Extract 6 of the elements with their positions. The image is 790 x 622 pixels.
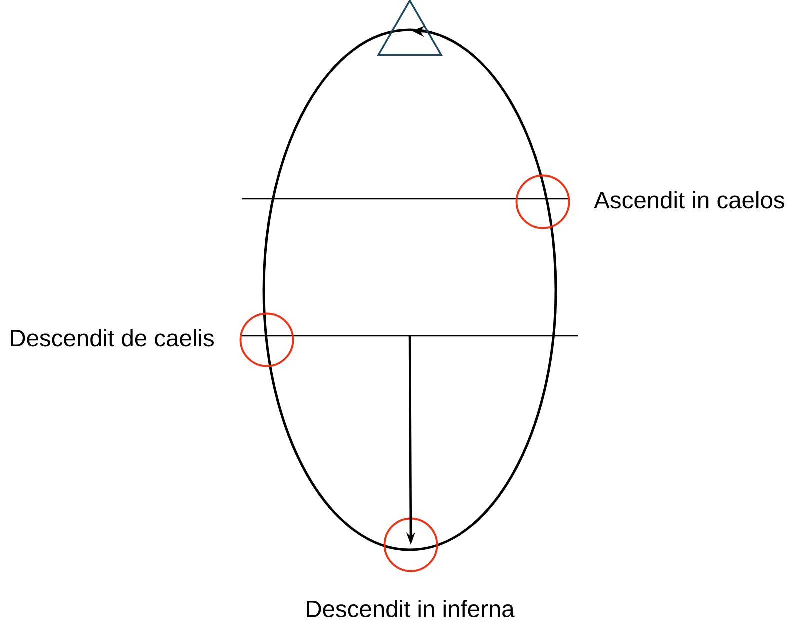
circle-marker bbox=[240, 312, 294, 368]
circle-marker bbox=[516, 174, 570, 230]
annotation-text: Ascendit in caelos bbox=[594, 191, 784, 209]
annotation-text: Descendit de caelis bbox=[11, 329, 214, 347]
annotation-text: Descendit in inferna bbox=[307, 600, 515, 618]
circle-marker bbox=[384, 518, 438, 572]
